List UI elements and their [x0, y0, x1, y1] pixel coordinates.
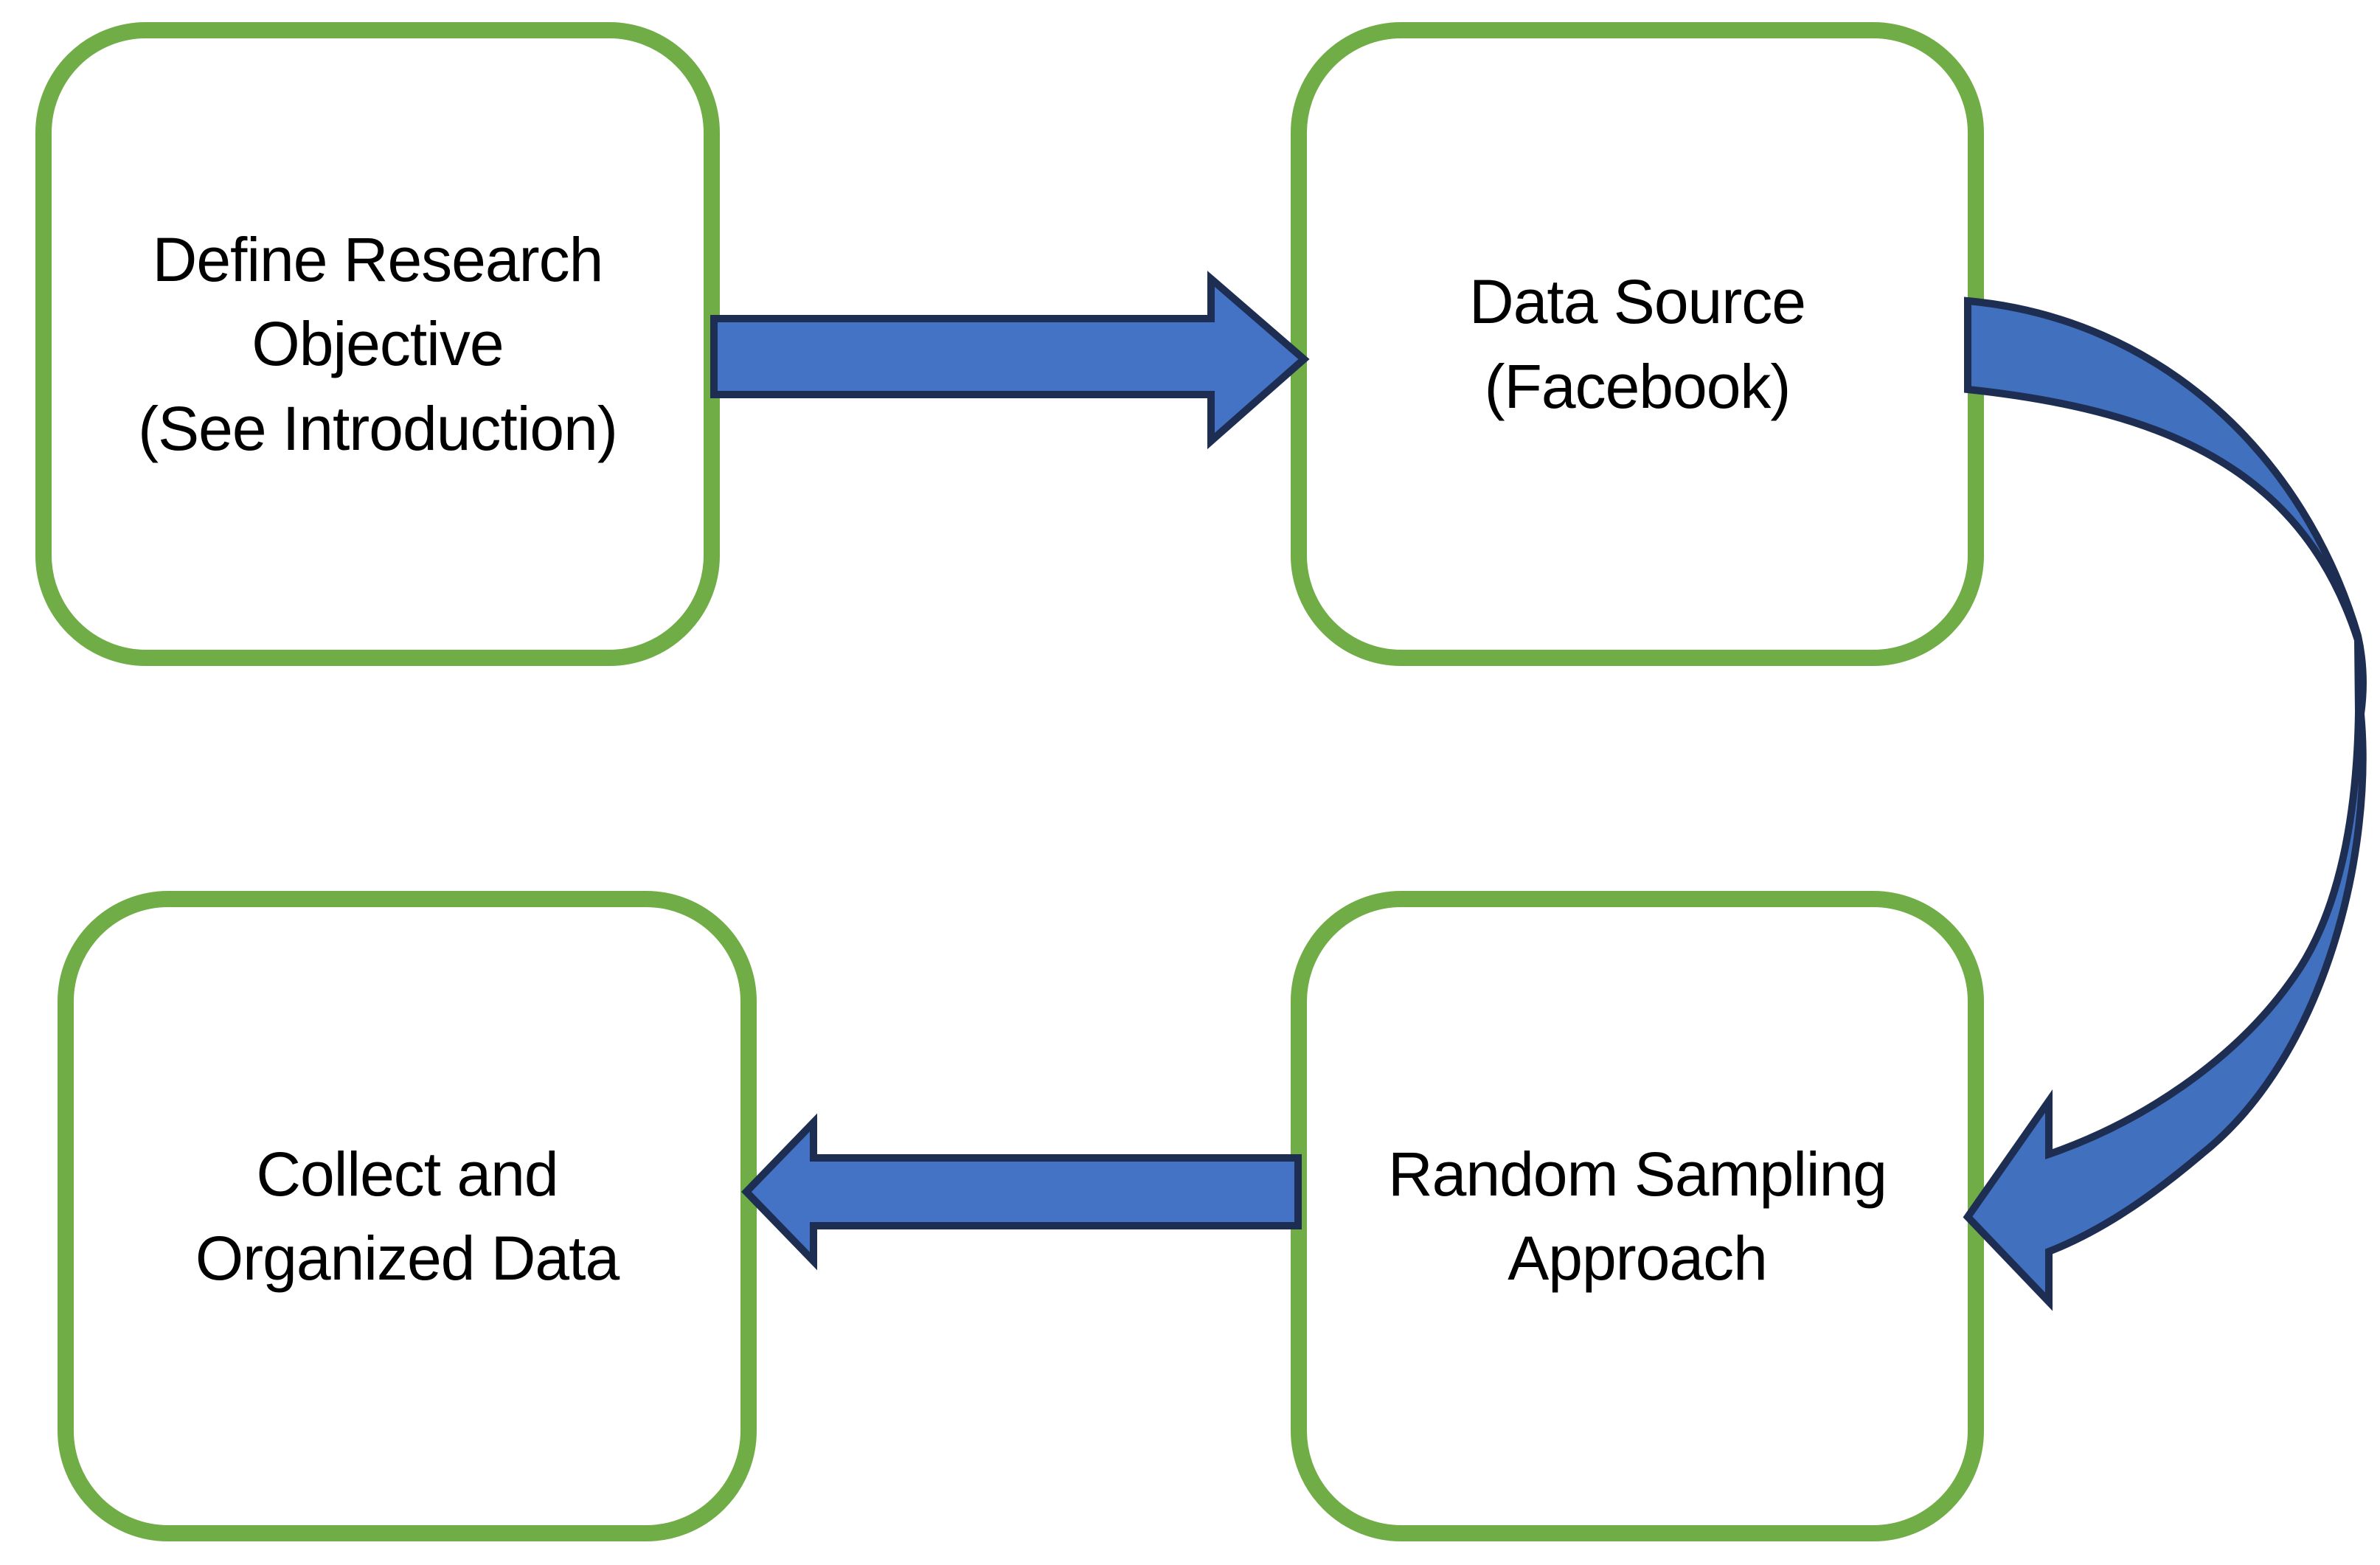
node-random-sampling-approach: Random Sampling Approach — [1291, 891, 1984, 1541]
node-label: Define Research Objective (See Introduct… — [138, 225, 618, 463]
node-label: Data Source (Facebook) — [1469, 267, 1806, 421]
right-arrow-icon — [710, 271, 1310, 450]
curved-arrow-icon — [1963, 296, 2367, 1311]
node-label: Random Sampling Approach — [1387, 1139, 1887, 1293]
left-arrow-icon — [741, 1113, 1302, 1271]
node-label: Collect and Organized Data — [195, 1139, 620, 1293]
node-data-source-facebook: Data Source (Facebook) — [1291, 22, 1984, 666]
node-define-research-objective: Define Research Objective (See Introduct… — [35, 22, 720, 666]
node-collect-and-organized-data: Collect and Organized Data — [58, 891, 757, 1541]
